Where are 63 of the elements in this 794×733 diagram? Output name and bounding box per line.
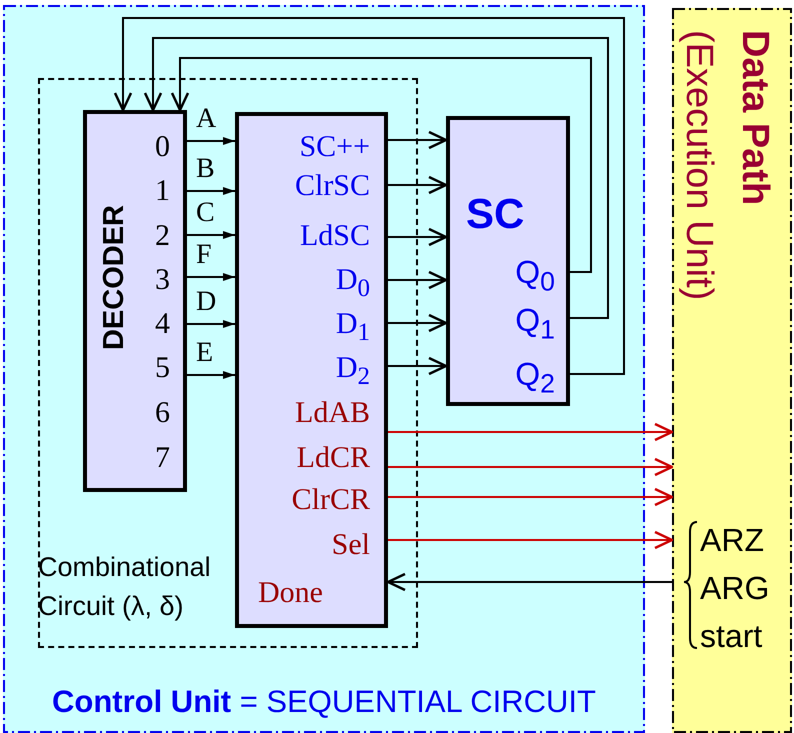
pin-label: 5 bbox=[154, 353, 170, 383]
signal-label: ClrSC bbox=[294, 171, 370, 201]
pin-label: 4 bbox=[154, 309, 170, 339]
pin-label: 3 bbox=[154, 265, 170, 295]
signal-label: ClrCR bbox=[290, 485, 370, 515]
panel-title: Control Unit = SEQUENTIAL CIRCUIT bbox=[52, 686, 596, 717]
edge-label: B bbox=[196, 155, 215, 183]
signal-label: LdSC bbox=[298, 221, 370, 251]
data-path-panel bbox=[672, 8, 792, 733]
arrow bbox=[388, 356, 448, 376]
arrow bbox=[187, 273, 235, 281]
signal-label: D$_{0}$ bbox=[334, 265, 370, 301]
edge-label: C bbox=[196, 199, 215, 227]
signal-label: Done bbox=[258, 578, 323, 608]
arrow bbox=[144, 37, 609, 319]
counter-block bbox=[446, 116, 570, 406]
arrow bbox=[388, 176, 448, 194]
signal-label: LdAB bbox=[294, 398, 370, 428]
arrow bbox=[114, 17, 625, 375]
arrow bbox=[187, 137, 235, 145]
block-title: SC bbox=[466, 193, 524, 235]
control-unit-panel bbox=[3, 5, 645, 733]
signal-label: Sel bbox=[330, 530, 370, 560]
arrow bbox=[388, 422, 674, 442]
pin-label: 1 bbox=[154, 176, 170, 206]
arrow bbox=[388, 228, 448, 246]
signal-label: start bbox=[700, 620, 762, 652]
pin-label: Q$_{0}$ bbox=[514, 256, 555, 296]
signal-label: D$_{1}$ bbox=[334, 309, 370, 345]
signal-label: SC++ bbox=[298, 132, 370, 162]
pin-label: 7 bbox=[154, 443, 170, 473]
panel-subtitle: (Execution Unit) bbox=[680, 30, 718, 300]
signal-label: D$_{2}$ bbox=[334, 353, 370, 389]
arrow bbox=[187, 320, 235, 328]
arrow bbox=[187, 231, 235, 239]
pin-label: 6 bbox=[154, 398, 170, 428]
arrow bbox=[388, 314, 448, 332]
decoder-block bbox=[83, 110, 187, 492]
arrow bbox=[388, 130, 448, 150]
arrow bbox=[388, 458, 674, 476]
pin-label: Q$_{2}$ bbox=[514, 358, 555, 398]
edge-label: D bbox=[196, 288, 216, 316]
panel-title: Data Path bbox=[736, 30, 774, 206]
edge-label: A bbox=[196, 105, 216, 133]
arrow bbox=[170, 57, 592, 273]
arrow bbox=[187, 187, 235, 195]
dashed-boundary bbox=[38, 78, 418, 648]
block-title: DECODER bbox=[100, 205, 129, 350]
block-caption: Combinational Circuit (λ, δ) bbox=[38, 551, 212, 624]
logic-block bbox=[235, 112, 388, 628]
arrow bbox=[386, 572, 672, 592]
arrow bbox=[388, 270, 448, 290]
pin-label: 2 bbox=[154, 221, 170, 251]
edge-label: E bbox=[196, 339, 214, 367]
pin-label: Q$_{1}$ bbox=[514, 304, 555, 344]
signal-label: LdCR bbox=[296, 443, 370, 473]
pin-label: 0 bbox=[154, 132, 170, 162]
arrow bbox=[187, 371, 235, 379]
arrow bbox=[388, 488, 674, 506]
edge-label: F bbox=[196, 241, 212, 269]
signal-label: ARZ bbox=[700, 524, 764, 556]
signal-label: ARG bbox=[700, 572, 770, 604]
arrow bbox=[388, 530, 674, 550]
